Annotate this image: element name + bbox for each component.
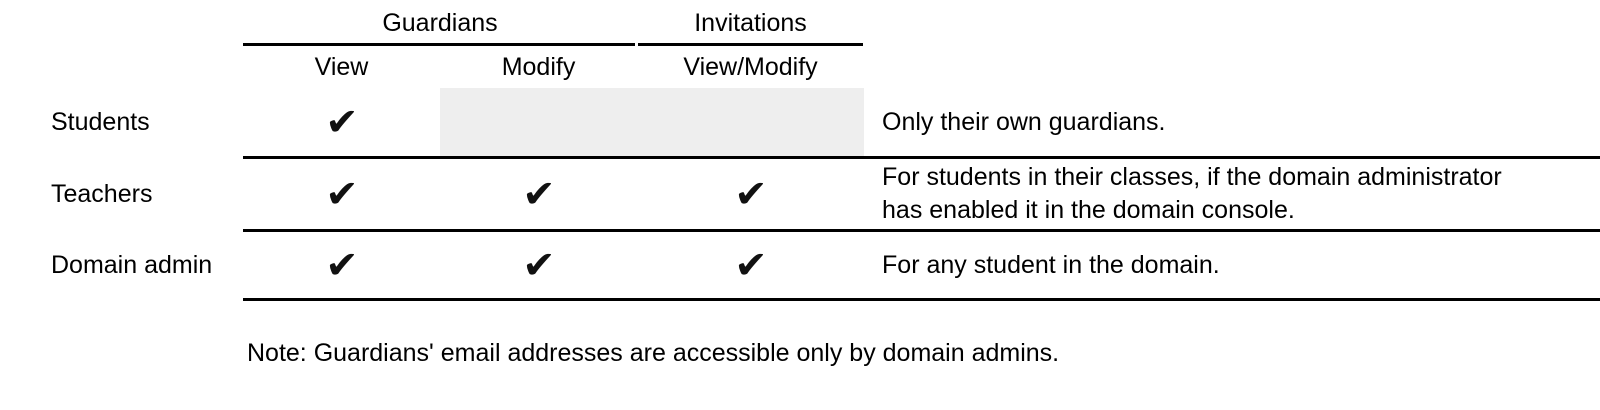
row-label-teachers: Teachers <box>51 179 153 208</box>
group-header-guardians: Guardians <box>243 0 637 46</box>
group-header-description-spacer <box>864 0 1536 46</box>
cell-teachers-guardians-view: ✔ <box>243 157 440 232</box>
checkmark-icon: ✔ <box>324 100 359 144</box>
cell-students-guardians-view: ✔ <box>243 88 440 159</box>
checkmark-icon: ✔ <box>324 243 359 287</box>
table-head: Guardians Invitations View Modify View/M… <box>0 0 1600 88</box>
checkmark-icon: ✔ <box>324 172 359 216</box>
sub-header-spacer <box>0 46 243 88</box>
checkmark-icon: ✔ <box>733 172 768 216</box>
checkmark-icon: ✔ <box>733 243 768 287</box>
cell-domain-admin-guardians-modify: ✔ <box>440 230 638 301</box>
column-header-view: View <box>314 53 369 81</box>
row-label-domain-admin: Domain admin <box>51 250 213 279</box>
cell-teachers-invitations-view-modify: ✔ <box>637 157 865 232</box>
guardian-permissions-table: Guardians Invitations View Modify View/M… <box>0 0 1600 301</box>
row-label-students: Students <box>51 108 150 137</box>
cell-domain-admin-invitations-view-modify: ✔ <box>637 230 865 301</box>
cell-teachers-pad <box>1536 157 1600 232</box>
column-header-view-modify: View/Modify <box>683 53 818 81</box>
table-row: Teachers ✔ ✔ ✔ For students in their cla… <box>0 157 1600 232</box>
table-row: Domain admin ✔ ✔ ✔ For any student in th… <box>0 230 1600 301</box>
cell-students-description: Only their own guardians. <box>864 88 1537 159</box>
cell-teachers-description: For students in their classes, if the do… <box>864 157 1537 232</box>
cell-domain-admin-guardians-view: ✔ <box>243 230 440 301</box>
group-header-row: Guardians Invitations <box>0 0 1600 46</box>
sub-header-pad <box>1536 46 1600 88</box>
checkmark-icon: ✔ <box>521 243 556 287</box>
cell-domain-admin-description: For any student in the domain. <box>864 230 1537 301</box>
table-row: Students ✔ Only their own guardians. <box>0 88 1600 159</box>
sub-header-row: View Modify View/Modify <box>0 46 1600 88</box>
group-header-pad <box>1536 0 1600 46</box>
column-header-description <box>864 46 1536 88</box>
table-note: Note: Guardians' email addresses are acc… <box>247 339 1060 367</box>
table-body: Students ✔ Only their own guardians. Tea… <box>0 88 1600 301</box>
column-header-modify: Modify <box>501 53 576 81</box>
cell-teachers-guardians-modify: ✔ <box>440 157 638 232</box>
group-header-invitations: Invitations <box>637 0 864 46</box>
group-header-spacer <box>0 0 243 46</box>
cell-students-guardians-modify <box>440 88 638 159</box>
cell-students-invitations-view-modify <box>637 88 865 159</box>
checkmark-icon: ✔ <box>521 172 556 216</box>
cell-domain-admin-pad <box>1536 230 1600 301</box>
cell-students-pad <box>1536 88 1600 159</box>
